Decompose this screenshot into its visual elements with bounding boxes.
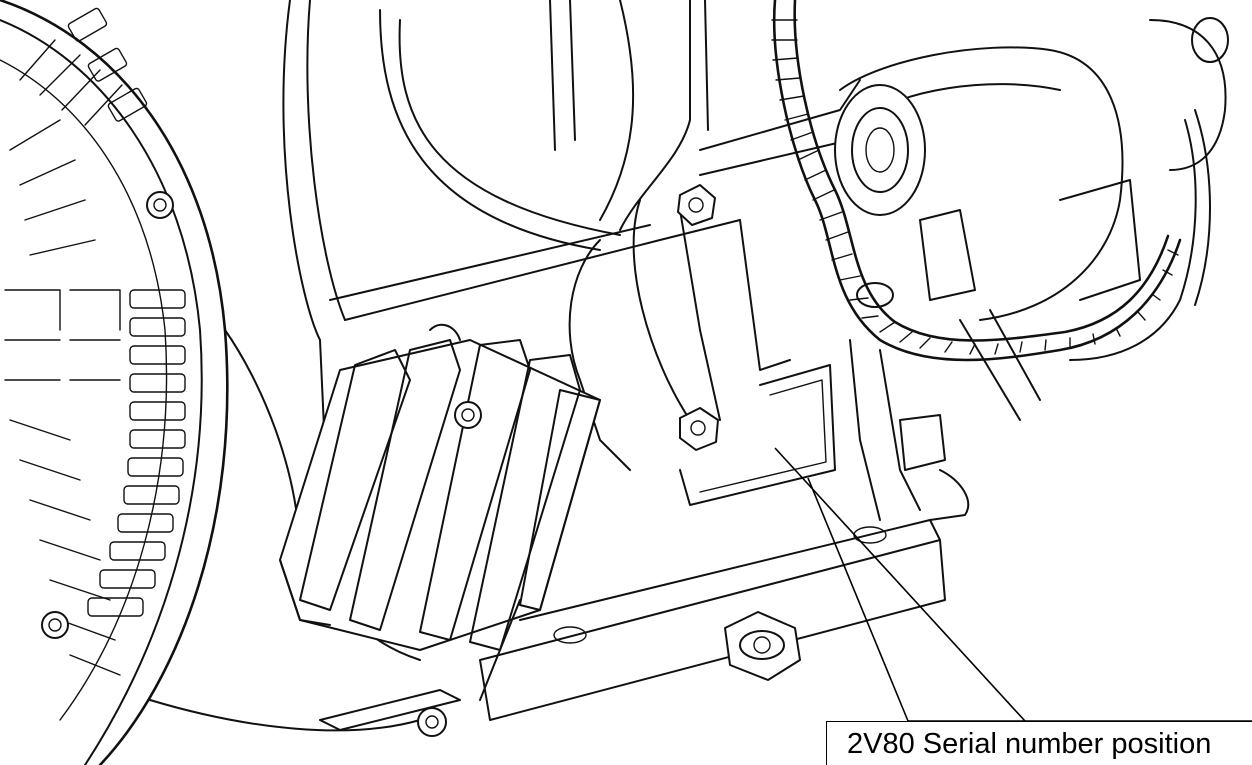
crankcase [149,0,861,732]
leader-line [774,447,1026,722]
regulator-heatsink [279,323,601,651]
serial-plate-area [679,364,836,506]
starter-motor [834,17,1229,521]
leader-line [807,477,909,722]
callout-box: 2V80 Serial number position [826,721,1252,765]
hex-bolt-icon [677,184,716,226]
serial-number-label: 2V80 Serial number position [847,728,1212,760]
starter-end-cap [834,84,926,216]
hex-nut-icon [724,611,801,681]
base-rail [319,519,946,737]
cover-bolt-icon [146,191,174,219]
base-bolt-icon [417,707,447,737]
wiring-harness [771,0,1211,362]
cover-bolt-icon [41,611,69,639]
callout-leaders [774,447,1252,722]
regulator-bolt-icon [454,401,482,429]
hex-bolt-icon [679,407,719,451]
mounting-bracket [568,184,791,471]
fan-cover [0,0,229,765]
